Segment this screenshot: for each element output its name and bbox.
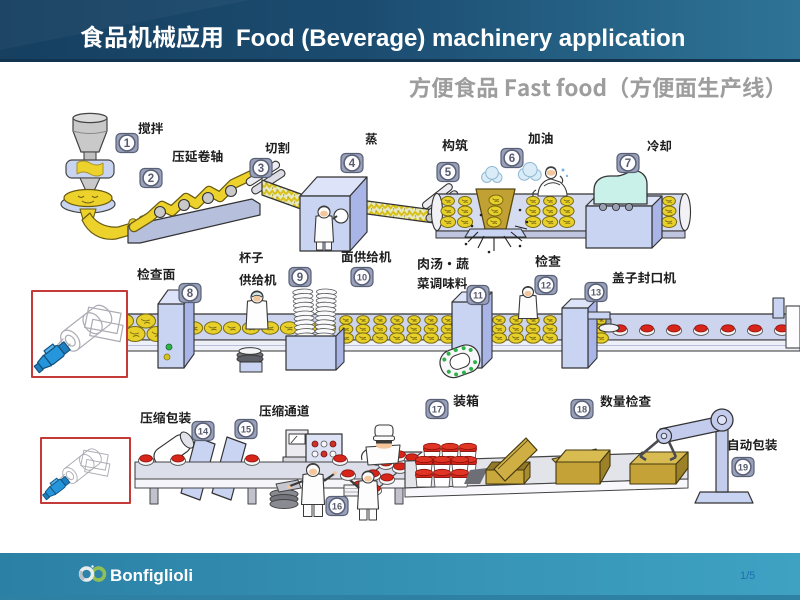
svg-text:17: 17 — [432, 404, 442, 414]
svg-text:19: 19 — [738, 462, 748, 472]
svg-text:1: 1 — [124, 138, 131, 150]
svg-text:13: 13 — [591, 287, 601, 297]
svg-text:14: 14 — [198, 426, 209, 436]
svg-text:16: 16 — [332, 501, 342, 511]
svg-text:12: 12 — [541, 280, 551, 290]
svg-text:Food (Beverage) machinery appl: Food (Beverage) machinery application — [236, 25, 685, 52]
svg-text:11: 11 — [473, 290, 483, 300]
svg-text:8: 8 — [187, 288, 194, 300]
svg-text:Bonfiglioli: Bonfiglioli — [110, 566, 193, 585]
svg-text:2: 2 — [148, 173, 154, 185]
svg-text:5: 5 — [445, 167, 452, 179]
svg-text:4: 4 — [349, 158, 356, 170]
svg-text:6: 6 — [509, 153, 515, 165]
svg-text:7: 7 — [625, 158, 631, 170]
svg-text:10: 10 — [357, 272, 367, 282]
svg-text:9: 9 — [297, 272, 303, 284]
svg-text:3: 3 — [258, 163, 264, 175]
svg-text:1/5: 1/5 — [740, 570, 755, 582]
svg-text:15: 15 — [241, 424, 251, 434]
svg-text:18: 18 — [577, 404, 587, 414]
